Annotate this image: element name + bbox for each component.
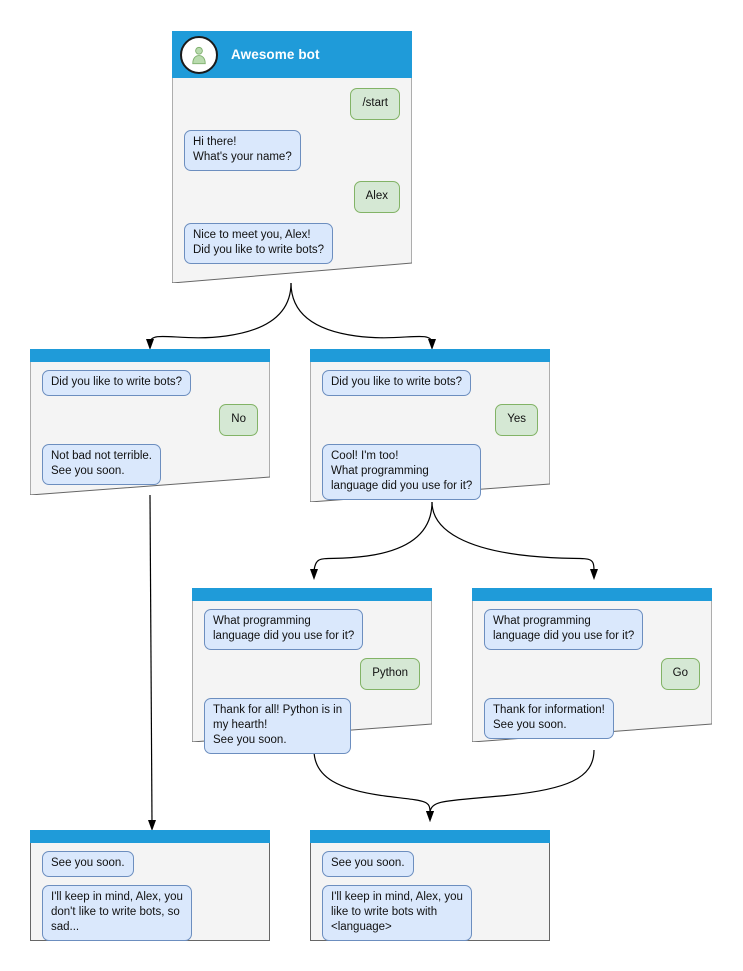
message-row: What programming language did you use fo… — [484, 609, 700, 650]
node-root-header: Awesome bot — [172, 31, 412, 78]
bot-message-bubble: See you soon. — [322, 851, 414, 877]
bot-message-bubble: What programming language did you use fo… — [484, 609, 644, 650]
person-avatar-icon — [180, 35, 218, 74]
message-row: Thank for information! See you soon. — [484, 698, 700, 739]
message-row: Not bad not terrible. See you soon. — [42, 444, 258, 485]
message-row: What programming language did you use fo… — [204, 609, 420, 650]
node-python-branch[interactable]: What programming language did you use fo… — [192, 588, 432, 754]
message-row: Nice to meet you, Alex! Did you like to … — [184, 223, 400, 264]
edge-root-to-no — [146, 282, 292, 350]
node-no-branch[interactable]: Did you like to write bots? No Not bad n… — [30, 349, 270, 495]
node-end-no[interactable]: See you soon. I'll keep in mind, Alex, y… — [30, 830, 270, 941]
user-message-bubble: No — [219, 404, 258, 436]
bot-message-bubble: See you soon. — [42, 851, 134, 877]
node-end-yes[interactable]: See you soon. I'll keep in mind, Alex, y… — [310, 830, 550, 941]
node-go-branch-chat: What programming language did you use fo… — [472, 602, 712, 749]
node-end-yes-header — [310, 830, 550, 844]
message-row: No — [42, 404, 258, 436]
message-row: I'll keep in mind, Alex, you like to wri… — [322, 885, 538, 941]
bot-message-bubble: Did you like to write bots? — [42, 370, 192, 396]
user-message-bubble: Yes — [495, 404, 538, 436]
message-row: Go — [484, 658, 700, 690]
message-row: Did you like to write bots? — [322, 370, 538, 396]
node-no-branch-chat: Did you like to write bots? No Not bad n… — [30, 363, 270, 495]
bot-message-bubble: Nice to meet you, Alex! Did you like to … — [184, 223, 334, 264]
message-row: Hi there! What's your name? — [184, 130, 400, 171]
bot-message-bubble: What programming language did you use fo… — [204, 609, 364, 650]
message-row: Alex — [184, 181, 400, 213]
node-end-no-header — [30, 830, 270, 844]
message-row: Yes — [322, 404, 538, 436]
edge-yes-to-python — [310, 501, 433, 580]
edge-yes-to-go — [431, 501, 598, 580]
user-message-bubble: Alex — [353, 181, 400, 213]
message-row: Thank for all! Python is in my hearth! S… — [204, 698, 420, 754]
node-end-yes-chat: See you soon. I'll keep in mind, Alex, y… — [310, 844, 550, 951]
edge-go-to-end-yes — [426, 749, 595, 822]
user-message-bubble: /start — [350, 88, 400, 120]
bot-message-bubble: I'll keep in mind, Alex, you don't like … — [42, 885, 192, 941]
message-row: Did you like to write bots? — [42, 370, 258, 396]
message-row: See you soon. — [42, 851, 258, 877]
node-python-branch-header — [192, 588, 432, 602]
bot-message-bubble: Thank for information! See you soon. — [484, 698, 614, 739]
bot-message-bubble: Not bad not terrible. See you soon. — [42, 444, 162, 485]
node-root-chat: /start Hi there! What's your name? Alex … — [172, 78, 412, 274]
bot-message-bubble: Hi there! What's your name? — [184, 130, 301, 171]
node-yes-branch-chat: Did you like to write bots? Yes Cool! I'… — [310, 363, 550, 510]
message-row: Cool! I'm too! What programming language… — [322, 444, 538, 500]
bot-message-bubble: Did you like to write bots? — [322, 370, 472, 396]
bot-name-label: Awesome bot — [231, 47, 320, 62]
message-row: Python — [204, 658, 420, 690]
node-go-branch-header — [472, 588, 712, 602]
node-end-no-chat: See you soon. I'll keep in mind, Alex, y… — [30, 844, 270, 951]
user-message-bubble: Python — [360, 658, 420, 690]
node-yes-branch-header — [310, 349, 550, 363]
bot-message-bubble: Cool! I'm too! What programming language… — [322, 444, 482, 500]
message-row: See you soon. — [322, 851, 538, 877]
bot-message-bubble: Thank for all! Python is in my hearth! S… — [204, 698, 352, 754]
node-python-branch-chat: What programming language did you use fo… — [192, 602, 432, 764]
node-root[interactable]: Awesome bot /start Hi there! What's your… — [172, 31, 412, 283]
message-row: /start — [184, 88, 400, 120]
edge-root-to-yes — [290, 282, 436, 350]
node-no-branch-header — [30, 349, 270, 363]
bot-message-bubble: I'll keep in mind, Alex, you like to wri… — [322, 885, 472, 941]
edge-no-to-end-no — [148, 494, 156, 831]
node-go-branch[interactable]: What programming language did you use fo… — [472, 588, 712, 742]
user-message-bubble: Go — [660, 658, 700, 690]
message-row: I'll keep in mind, Alex, you don't like … — [42, 885, 258, 941]
node-yes-branch[interactable]: Did you like to write bots? Yes Cool! I'… — [310, 349, 550, 502]
